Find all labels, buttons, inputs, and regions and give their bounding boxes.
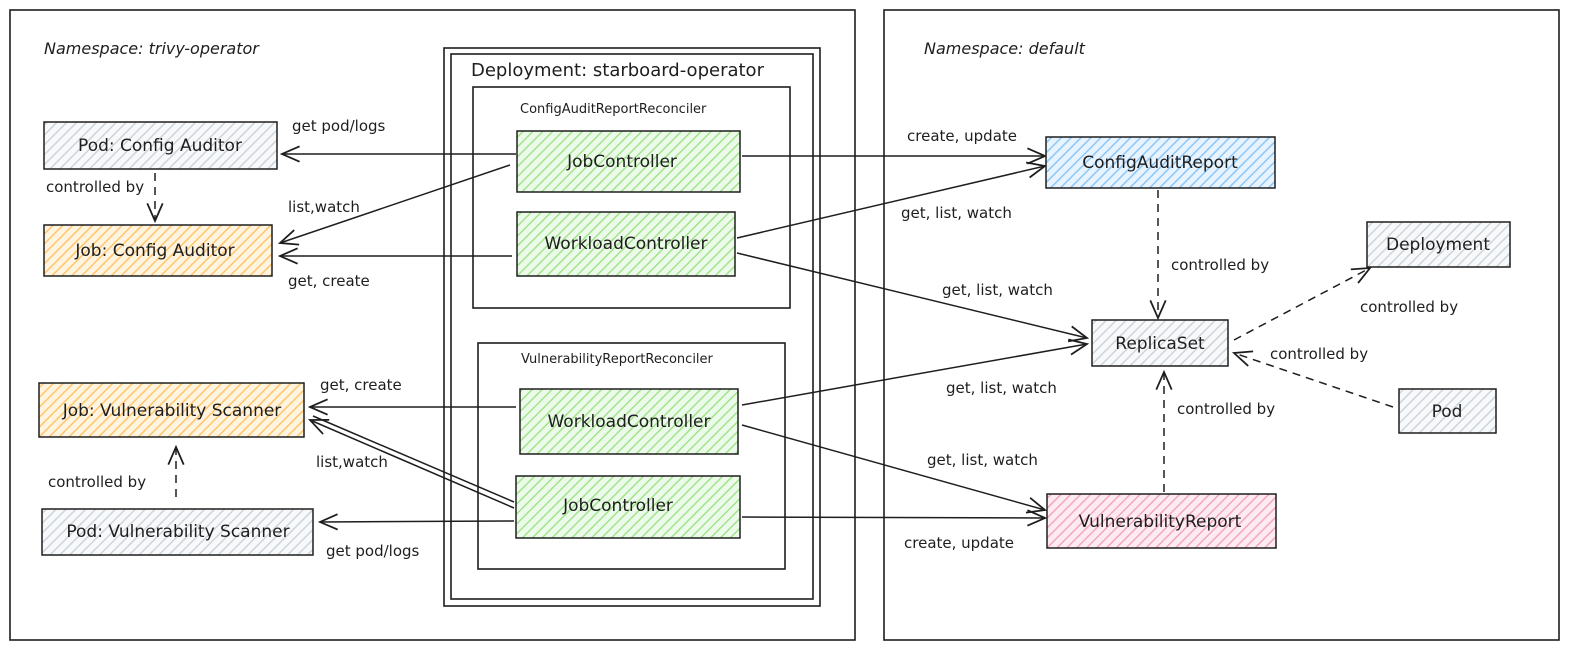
node-pod-vulnerability-scanner-label: Pod: Vulnerability Scanner xyxy=(66,522,289,542)
label-get-create-top: get, create xyxy=(288,272,370,290)
edge-workload-to-vr xyxy=(741,424,1048,514)
label-create-update-top: create, update xyxy=(907,127,1017,145)
namespace-left-label: Namespace: trivy-operator xyxy=(44,39,260,58)
edge-list-watch-bottom-double xyxy=(312,415,515,503)
node-job-config-auditor[interactable]: Job: Config Auditor xyxy=(43,224,273,277)
label-create-update-bottom: create, update xyxy=(904,534,1014,552)
edge-workload-to-rs-top xyxy=(736,252,1090,343)
label-get-pod-logs-bottom: get pod/logs xyxy=(326,542,420,560)
node-job-config-auditor-label: Job: Config Auditor xyxy=(74,241,234,261)
config-reconciler-label: ConfigAuditReportReconciler xyxy=(520,102,707,117)
namespace-trivy-operator-frame xyxy=(9,9,856,641)
node-config-audit-report-label: ConfigAuditReport xyxy=(1082,153,1238,173)
node-deployment-label: Deployment xyxy=(1386,235,1490,255)
node-config-audit-report[interactable]: ConfigAuditReport xyxy=(1045,136,1276,189)
node-pod[interactable]: Pod xyxy=(1398,388,1497,434)
node-pod-config-auditor-label: Pod: Config Auditor xyxy=(78,136,242,156)
deployment-inner-frame xyxy=(450,53,814,600)
edge-create-update-bottom xyxy=(741,509,1048,527)
node-deployment[interactable]: Deployment xyxy=(1366,221,1511,268)
edges xyxy=(146,145,1394,531)
label-controlled-by-car: controlled by xyxy=(1171,256,1269,274)
node-vuln-job-controller[interactable]: JobController xyxy=(515,475,741,539)
node-replicaset-label: ReplicaSet xyxy=(1115,334,1205,354)
label-get-list-watch-vr: get, list, watch xyxy=(927,451,1038,469)
vuln-reconciler-label: VulnerabilityReportReconciler xyxy=(521,352,714,367)
edge-rs-to-deployment xyxy=(1233,266,1372,341)
vuln-reconciler-frame xyxy=(477,342,786,570)
node-job-vulnerability-scanner-label: Job: Vulnerability Scanner xyxy=(62,401,282,421)
node-vuln-job-controller-label: JobController xyxy=(562,496,673,516)
edge-workload-to-car xyxy=(736,161,1048,239)
label-controlled-by-config-pod: controlled by xyxy=(46,178,144,196)
node-vulnerability-report-label: VulnerabilityReport xyxy=(1079,512,1242,532)
namespace-right-label: Namespace: default xyxy=(924,39,1086,58)
edge-list-watch-bottom xyxy=(307,419,515,509)
node-replicaset[interactable]: ReplicaSet xyxy=(1091,319,1229,367)
label-get-list-watch-car: get, list, watch xyxy=(901,204,1012,222)
label-get-list-watch-rs-bottom: get, list, watch xyxy=(946,379,1057,397)
label-list-watch-top: list,watch xyxy=(288,198,360,216)
node-pod-label: Pod xyxy=(1432,402,1463,422)
node-config-job-controller-label: JobController xyxy=(566,152,677,172)
node-config-workload-controller[interactable]: WorkloadController xyxy=(516,211,736,277)
node-config-job-controller[interactable]: JobController xyxy=(516,130,741,193)
namespace-default-frame xyxy=(883,9,1560,641)
label-controlled-by-vuln-pod: controlled by xyxy=(48,473,146,491)
edge-workload-to-rs-bottom xyxy=(741,338,1090,406)
edge-get-pod-logs-bottom xyxy=(317,513,515,531)
deployment-outer-frame xyxy=(443,47,821,607)
label-get-pod-logs-top: get pod/logs xyxy=(292,117,386,135)
deployment-label: Deployment: starboard-operator xyxy=(471,60,765,81)
node-vuln-workload-controller[interactable]: WorkloadController xyxy=(519,388,739,455)
node-vuln-workload-controller-label: WorkloadController xyxy=(547,412,710,432)
label-get-create-bottom: get, create xyxy=(320,376,402,394)
node-config-workload-controller-label: WorkloadController xyxy=(544,234,707,254)
node-vulnerability-report[interactable]: VulnerabilityReport xyxy=(1046,493,1277,549)
node-job-vulnerability-scanner[interactable]: Job: Vulnerability Scanner xyxy=(38,382,305,438)
label-list-watch-bottom: list,watch xyxy=(316,453,388,471)
edge-labels: get pod/logs controlled by list,watch ge… xyxy=(46,117,1458,560)
label-controlled-by-pod: controlled by xyxy=(1270,345,1368,363)
node-pod-vulnerability-scanner[interactable]: Pod: Vulnerability Scanner xyxy=(41,508,314,556)
label-controlled-by-vr: controlled by xyxy=(1177,400,1275,418)
label-get-list-watch-rs-top: get, list, watch xyxy=(942,281,1053,299)
config-reconciler-frame xyxy=(472,86,791,309)
label-controlled-by-deployment: controlled by xyxy=(1360,298,1458,316)
node-pod-config-auditor[interactable]: Pod: Config Auditor xyxy=(43,121,278,170)
edge-list-watch-top xyxy=(277,164,511,246)
